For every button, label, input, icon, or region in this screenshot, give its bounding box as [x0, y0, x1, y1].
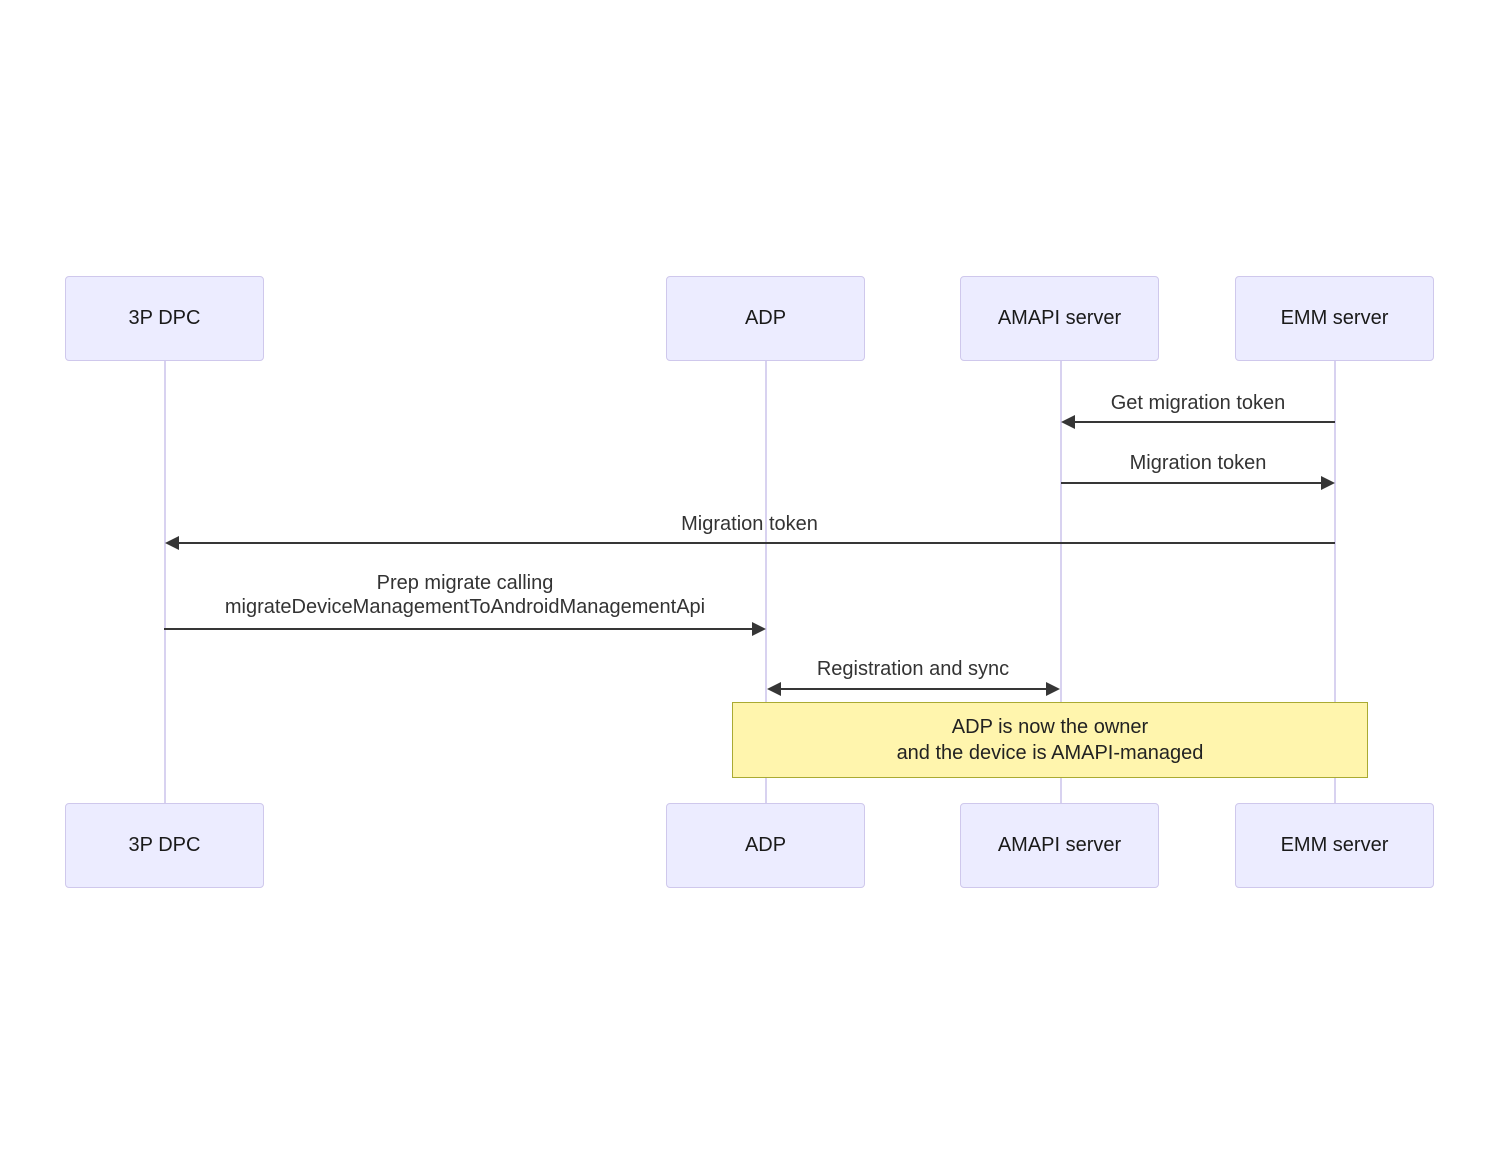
message-line-prep-migrate: [164, 628, 752, 630]
actor-label: 3P DPC: [128, 834, 201, 856]
actor-bottom-3p-dpc: 3P DPC: [65, 803, 264, 888]
actor-bottom-adp: ADP: [666, 803, 865, 888]
message-label-line-1: Prep migrate calling: [376, 572, 554, 594]
message-label-migration-token-to-emm: Migration token: [1129, 452, 1267, 474]
actor-top-adp: ADP: [666, 276, 865, 361]
actor-label: EMM server: [1280, 834, 1389, 856]
lifeline-3p-dpc: [163, 360, 166, 805]
actor-top-amapi-server: AMAPI server: [960, 276, 1159, 361]
lifeline-amapi-server: [1059, 360, 1062, 805]
arrowhead-right-icon: [1321, 476, 1335, 490]
message-label-get-migration-token: Get migration token: [1110, 392, 1286, 414]
actor-label: ADP: [744, 834, 787, 856]
message-line-migration-token-to-3p-dpc: [179, 542, 1335, 544]
actor-label: AMAPI server: [997, 834, 1122, 856]
actor-label: AMAPI server: [997, 307, 1122, 329]
arrowhead-left-icon: [165, 536, 179, 550]
actor-bottom-emm-server: EMM server: [1235, 803, 1434, 888]
lifeline-emm-server: [1333, 360, 1336, 805]
message-label-migration-token-to-3p-dpc: Migration token: [681, 513, 818, 535]
message-label-registration-and-sync: Registration and sync: [816, 658, 1010, 680]
arrowhead-right-icon: [752, 622, 766, 636]
actor-bottom-amapi-server: AMAPI server: [960, 803, 1159, 888]
arrowhead-left-icon: [767, 682, 781, 696]
actor-label: EMM server: [1280, 307, 1389, 329]
actor-label: 3P DPC: [128, 307, 201, 329]
note-line-1: ADP is now the owner: [951, 716, 1149, 738]
note-adp-owner: ADP is now the owner and the device is A…: [732, 702, 1368, 778]
message-line-get-migration-token: [1075, 421, 1335, 423]
actor-label: ADP: [744, 307, 787, 329]
arrowhead-left-icon: [1061, 415, 1075, 429]
note-line-2: and the device is AMAPI-managed: [896, 742, 1204, 764]
lifeline-adp: [764, 360, 767, 805]
message-line-migration-token-to-emm: [1061, 482, 1321, 484]
arrowhead-right-icon: [1046, 682, 1060, 696]
actor-top-emm-server: EMM server: [1235, 276, 1434, 361]
message-label-prep-migrate: Prep migrate calling migrateDeviceManage…: [164, 571, 766, 619]
message-line-registration-and-sync: [781, 688, 1046, 690]
message-label-line-2: migrateDeviceManagementToAndroidManageme…: [224, 596, 706, 618]
actor-top-3p-dpc: 3P DPC: [65, 276, 264, 361]
